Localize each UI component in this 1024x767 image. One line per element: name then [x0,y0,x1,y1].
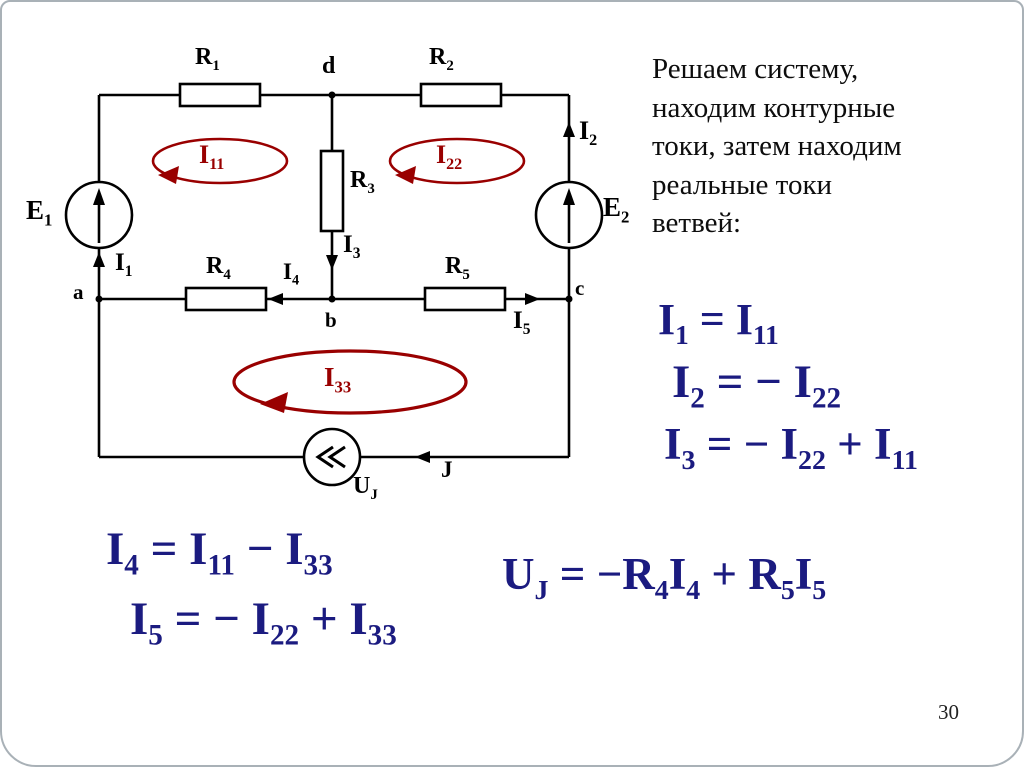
current-arrow-j [415,451,430,463]
label-node-b: b [325,308,337,332]
formula-uj: UJ = −R4I4 + R5I5 [502,549,827,606]
label-i3: I3 [343,231,361,262]
current-arrow-i5 [525,293,540,305]
current-arrow-i1 [93,252,105,267]
formula-i3: I3 = − I22 + I11 [664,419,918,476]
label-i2: I2 [579,116,598,150]
label-e2: E2 [603,192,630,227]
circuit-diagram [64,82,604,487]
mesh-loop-i22 [388,137,526,185]
label-i1: I1 [115,249,133,280]
mesh-loops [151,137,526,415]
description-line-2: находим контурные [652,91,896,124]
description-text: Решаем систему, находим контурные токи, … [652,50,1022,243]
label-node-c: c [575,276,585,300]
source-e2-arrow-head [563,188,575,205]
label-r1: R1 [195,44,220,74]
node-c-dot [565,295,573,303]
label-j: J [441,457,453,482]
label-uj: UJ [353,473,378,503]
description-line-4: реальные токи [652,168,833,201]
circuit-nodes [95,91,573,303]
node-b-dot [328,295,336,303]
resistor-r1 [178,82,262,108]
label-i4: I4 [283,259,300,289]
label-r2: R2 [429,44,454,74]
current-arrow-i2 [563,122,575,137]
resistor-r5 [423,286,507,312]
formula-i4: I4 = I11 − I33 [106,523,333,582]
label-mesh-i22: I22 [436,140,463,174]
mesh-loop-i33-arrow [260,392,288,413]
node-a-dot [95,295,103,303]
mesh-loop-i11 [151,137,289,185]
node-d-dot [328,91,336,99]
label-mesh-i11: I11 [199,140,225,174]
resistor-r3 [319,149,345,233]
label-node-d: d [322,53,336,79]
current-arrow-i4 [268,293,283,305]
mesh-loop-i22-arrow [395,166,416,184]
label-r3: R3 [350,167,375,197]
resistor-r4 [184,286,268,312]
circuit-wires [97,93,571,459]
resistors [178,82,507,312]
resistor-r2 [419,82,503,108]
mesh-loop-i11-arrow [158,166,179,184]
label-r4: R4 [206,253,231,283]
formula-i2: I2 = − I22 [672,356,842,415]
description-line-5: ветвей: [652,207,742,240]
current-arrow-i3 [326,255,338,270]
description-line-3: токи, затем находим [652,130,902,163]
current-arrows [93,122,575,463]
label-mesh-i33: I33 [324,362,352,397]
description-line-1: Решаем систему, [652,53,859,85]
source-e1-arrow-head [93,188,105,205]
label-r5: R5 [445,253,470,283]
label-e1: E1 [26,195,53,230]
source-arrows [93,188,575,469]
label-node-a: a [73,280,84,304]
page-number: 30 [938,700,959,724]
source-j-chevron-outer [327,445,346,469]
label-i5: I5 [513,307,531,338]
source-j-chevron-inner [315,445,334,469]
mesh-loop-i33 [232,349,468,415]
formula-i5: I5 = − I22 + I33 [130,593,397,652]
formula-i1: I1 = I11 [658,295,779,350]
